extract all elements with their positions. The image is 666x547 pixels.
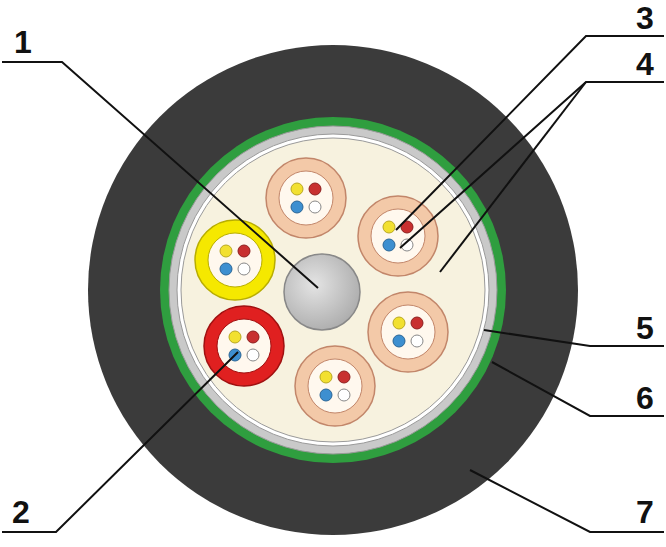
callout-number: 3 [636,0,654,36]
callout-number: 4 [636,46,654,82]
buffer-tubes [195,158,448,426]
callout-number: 6 [636,380,654,416]
inner-sheath [169,126,497,454]
callout-number: 5 [636,310,654,346]
leader-lines [2,36,664,532]
callout-number: 1 [14,24,32,60]
armour-layer [160,117,506,463]
callout-number: 7 [636,494,654,530]
central-member [284,254,360,330]
filling-gel [181,138,485,442]
callout-number: 2 [12,494,30,530]
